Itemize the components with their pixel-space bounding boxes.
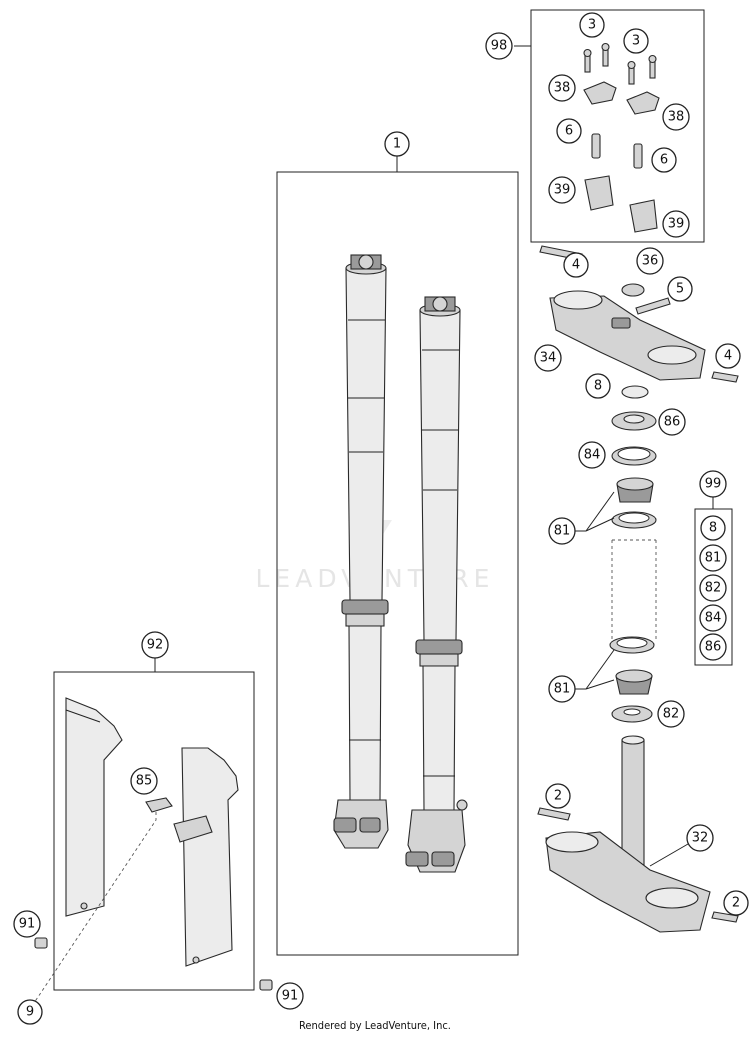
callout-3b: 3 bbox=[623, 28, 649, 54]
callout-34: 34 bbox=[534, 344, 562, 372]
callout-81a: 81 bbox=[548, 517, 576, 545]
callout-2b: 2 bbox=[723, 890, 749, 916]
bearing-81-lower bbox=[609, 636, 655, 695]
callout-9-label: 9 bbox=[26, 1005, 34, 1020]
footer-credit: Rendered by LeadVenture, Inc. bbox=[299, 1019, 451, 1032]
callout-9: 9 bbox=[17, 999, 43, 1025]
callout-91b: 91 bbox=[276, 982, 304, 1010]
kit-item-8: 8 bbox=[700, 515, 726, 541]
callout-84: 84 bbox=[578, 441, 606, 469]
callout-2b-label: 2 bbox=[732, 896, 740, 911]
kit-item-82: 82 bbox=[699, 574, 727, 602]
callout-91b-label: 91 bbox=[282, 989, 299, 1004]
callout-32-label: 32 bbox=[692, 831, 709, 846]
fork-protector-left bbox=[65, 697, 123, 917]
callout-39a: 39 bbox=[548, 176, 576, 204]
fork-protector-right bbox=[173, 747, 239, 967]
callout-6b-label: 6 bbox=[660, 153, 668, 168]
callout-5: 5 bbox=[667, 276, 693, 302]
callout-39b-label: 39 bbox=[668, 217, 685, 232]
lower-triple-clamp bbox=[537, 735, 739, 933]
callout-3b-label: 3 bbox=[632, 34, 640, 49]
handlebar-clamp-set-39 bbox=[584, 175, 658, 233]
dust-seal-84 bbox=[611, 446, 657, 466]
upper-triple-clamp bbox=[539, 245, 739, 383]
callout-4b: 4 bbox=[715, 343, 741, 369]
bolt-9-leader bbox=[27, 812, 157, 1013]
callout-2a-label: 2 bbox=[554, 789, 562, 804]
leader-lines bbox=[154, 45, 714, 867]
callout-81b-label: 81 bbox=[554, 682, 571, 697]
callout-4b-label: 4 bbox=[724, 349, 732, 364]
kit-item-81: 81 bbox=[699, 544, 727, 572]
callout-39a-label: 39 bbox=[554, 183, 571, 198]
callout-82: 82 bbox=[657, 700, 685, 728]
fork-leg-left bbox=[333, 254, 389, 849]
callout-2a: 2 bbox=[545, 783, 571, 809]
fork-protector-box bbox=[53, 671, 255, 991]
callout-8-label: 8 bbox=[594, 379, 602, 394]
bolt-91-right bbox=[259, 979, 273, 991]
screw-set-3 bbox=[583, 42, 657, 85]
o-ring-8 bbox=[621, 385, 649, 399]
callout-38b-label: 38 bbox=[668, 110, 685, 125]
callout-3a: 3 bbox=[579, 12, 605, 38]
callout-6a: 6 bbox=[556, 118, 582, 144]
seal-86 bbox=[611, 411, 657, 431]
callout-98: 98 bbox=[485, 32, 513, 60]
callout-92: 92 bbox=[141, 631, 169, 659]
callout-39b: 39 bbox=[662, 210, 690, 238]
callout-84-label: 84 bbox=[584, 448, 601, 463]
kit-item-86: 86 bbox=[699, 633, 727, 661]
callout-86: 86 bbox=[658, 408, 686, 436]
callout-8: 8 bbox=[585, 373, 611, 399]
callout-38b: 38 bbox=[662, 103, 690, 131]
callout-99-label: 99 bbox=[705, 477, 722, 492]
callout-81b: 81 bbox=[548, 675, 576, 703]
kit-item-84-label: 84 bbox=[705, 611, 722, 626]
callout-98-label: 98 bbox=[491, 39, 508, 54]
callout-4a: 4 bbox=[563, 252, 589, 278]
callout-34-label: 34 bbox=[540, 351, 557, 366]
callout-86-label: 86 bbox=[664, 415, 681, 430]
bearing-81-upper bbox=[611, 477, 657, 529]
hardware-kit-box bbox=[530, 9, 705, 243]
kit-item-81-label: 81 bbox=[705, 551, 722, 566]
callout-99: 99 bbox=[699, 470, 727, 498]
callout-92-label: 92 bbox=[147, 638, 164, 653]
guide-part-85 bbox=[145, 797, 173, 813]
callout-81a-label: 81 bbox=[554, 524, 571, 539]
kit-item-82-label: 82 bbox=[705, 581, 722, 596]
callout-36-label: 36 bbox=[642, 254, 659, 269]
callout-32: 32 bbox=[686, 824, 714, 852]
callout-6a-label: 6 bbox=[565, 124, 573, 139]
callout-38a: 38 bbox=[548, 74, 576, 102]
callout-4a-label: 4 bbox=[572, 258, 580, 273]
kit-item-8-label: 8 bbox=[709, 521, 717, 536]
callout-1-label: 1 bbox=[393, 137, 401, 152]
fork-leg-right bbox=[405, 296, 468, 873]
callout-6b: 6 bbox=[651, 147, 677, 173]
callout-38a-label: 38 bbox=[554, 81, 571, 96]
seal-82 bbox=[611, 705, 653, 723]
callout-36: 36 bbox=[636, 247, 664, 275]
callout-85-label: 85 bbox=[136, 774, 153, 789]
clamp-set-38 bbox=[583, 81, 660, 115]
head-tube-outline bbox=[611, 539, 657, 640]
callout-85: 85 bbox=[130, 767, 158, 795]
callout-91a: 91 bbox=[13, 910, 41, 938]
callout-1: 1 bbox=[384, 131, 410, 157]
bolt-91-left bbox=[34, 937, 48, 949]
callout-5-label: 5 bbox=[676, 282, 684, 297]
kit-item-86-label: 86 bbox=[705, 640, 722, 655]
callout-91a-label: 91 bbox=[19, 917, 36, 932]
callout-3a-label: 3 bbox=[588, 18, 596, 33]
screw-set-6 bbox=[591, 133, 643, 169]
kit-item-84: 84 bbox=[699, 604, 727, 632]
callout-82-label: 82 bbox=[663, 707, 680, 722]
